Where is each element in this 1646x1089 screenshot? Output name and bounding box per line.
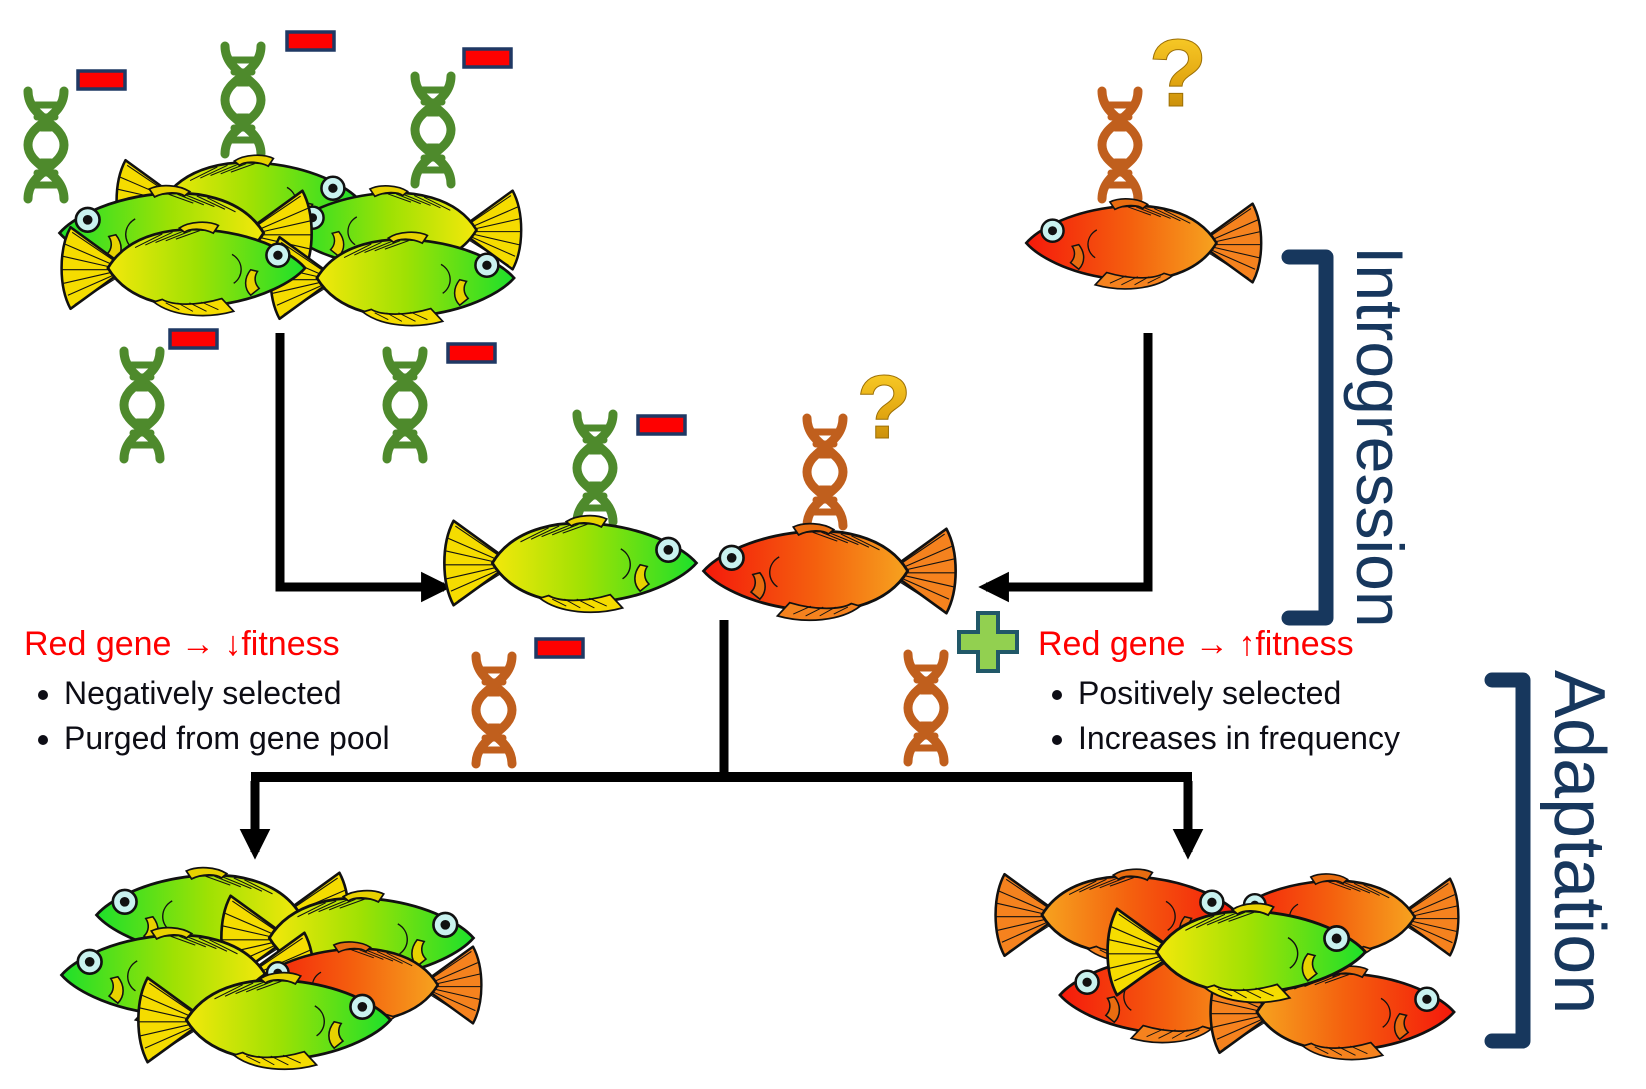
minus-badge [534, 637, 585, 659]
plus-badge [957, 611, 1019, 673]
green-fish [442, 514, 698, 614]
left-note-bullets: Negatively selected Purged from gene poo… [24, 671, 494, 761]
minus-badge [462, 47, 513, 69]
dna-icon-green [225, 46, 261, 154]
dna-icon-green [577, 414, 613, 522]
introgression-bracket [1281, 249, 1334, 626]
bullet-item: Negatively selected [64, 671, 494, 716]
bullet-item: Positively selected [1078, 671, 1508, 716]
question-mark-icon: ? [857, 358, 912, 458]
red-fish [1024, 197, 1263, 291]
flow-arrows [239, 333, 1204, 860]
right-note-heading: Red gene → ↑fitness [1038, 625, 1354, 663]
introgression-label: Introgression [1343, 246, 1417, 628]
dna-icon-orange [1102, 91, 1138, 199]
bullet-item: Purged from gene pool [64, 716, 494, 761]
dna-icon-green [415, 76, 451, 184]
negative-selection-note: Red gene → ↓fitness Negatively selected … [24, 624, 494, 760]
minus-badge [285, 30, 336, 52]
minus-badge [76, 69, 127, 91]
dna-icon-green [124, 351, 160, 459]
minus-badge [446, 342, 497, 364]
arrow-red-fish-to-hybrid [978, 333, 1153, 603]
adapted-population [994, 867, 1460, 1061]
dna-icon-green [28, 91, 64, 199]
adaptation-bracket [1484, 672, 1531, 1049]
dna-icon-orange [807, 418, 843, 526]
dna-icon-green [387, 351, 423, 459]
right-note-bullets: Positively selected Increases in frequen… [1038, 671, 1508, 761]
bullet-item: Increases in frequency [1078, 716, 1508, 761]
positive-selection-note: Red gene → ↑fitness Positively selected … [1038, 624, 1508, 760]
minus-badge [636, 414, 687, 436]
left-note-heading: Red gene → ↓fitness [24, 625, 340, 663]
adaptation-label: Adaptation [1539, 670, 1619, 1015]
arrow-green-pool-to-hybrid [275, 333, 452, 603]
red-fish [702, 522, 958, 622]
dna-icon-orange [908, 654, 944, 762]
purged-population [60, 866, 483, 1071]
question-mark-icon: ? [1149, 20, 1208, 127]
minus-badge [168, 328, 219, 350]
